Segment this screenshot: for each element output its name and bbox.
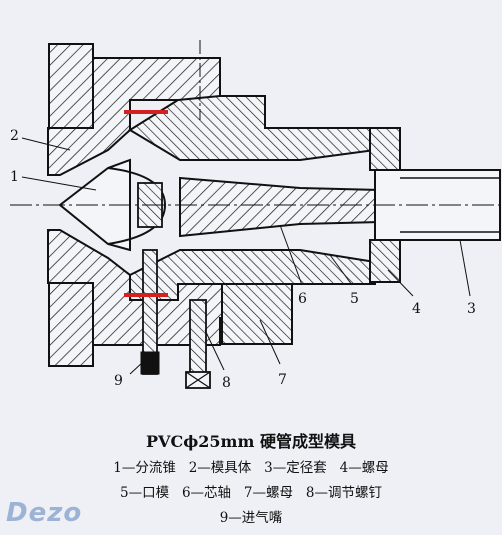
leader-2 (21, 137, 71, 151)
leader-3 (459, 239, 471, 297)
spreader-dome (107, 167, 167, 245)
watermark-logo: Dezo (6, 498, 83, 528)
leader-4 (387, 269, 414, 297)
part-number-3: 3 (467, 301, 476, 317)
screw-head-cross-b (185, 371, 211, 389)
part-number-4: 4 (412, 301, 421, 317)
air-inlet-tip (140, 351, 160, 375)
part-number-1: 1 (10, 169, 19, 185)
part-number-8: 8 (222, 375, 231, 391)
legend-line-3: 9—进气嘴 (219, 510, 283, 526)
adjusting-screw (189, 299, 207, 377)
nut-7 (221, 283, 293, 345)
part-number-2: 2 (10, 128, 19, 144)
part-number-6: 6 (298, 291, 307, 307)
legend-line-2: 5—口模 6—芯轴 7—螺母 8—调节螺钉 (120, 485, 382, 501)
nut-4-lower (369, 239, 401, 283)
leader-6 (279, 224, 303, 286)
figure-title: PVCϕ25mm 硬管成型模具 (146, 432, 356, 451)
leader-8 (204, 329, 225, 371)
leader-5 (329, 254, 353, 286)
leader-1 (21, 176, 97, 191)
left-flange-lower (48, 282, 94, 367)
left-flange (48, 43, 94, 129)
nut-4-upper (369, 127, 401, 171)
leader-7 (259, 319, 281, 365)
legend-line-1: 1—分流锥 2—模具体 3—定径套 4—螺母 (113, 460, 389, 476)
die-orifice-upper (128, 95, 376, 161)
mandrel (179, 176, 381, 238)
part-number-5: 5 (350, 291, 359, 307)
part-number-7: 7 (278, 372, 287, 388)
leader-9 (129, 361, 144, 375)
part-number-9: 9 (114, 373, 123, 389)
die-cross-section-drawing: 2 1 6 5 4 3 7 8 9 (10, 40, 501, 391)
